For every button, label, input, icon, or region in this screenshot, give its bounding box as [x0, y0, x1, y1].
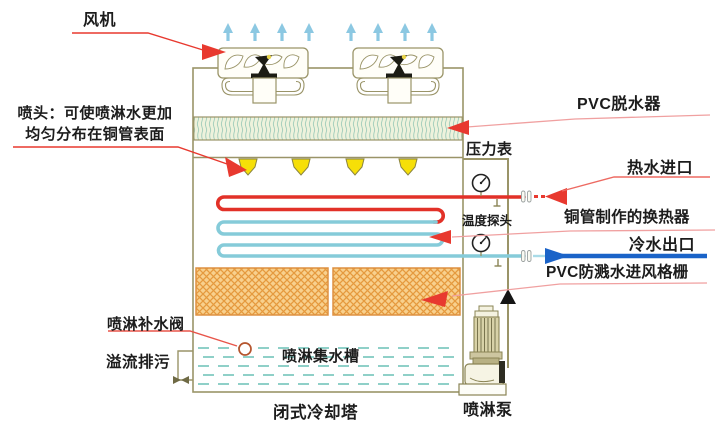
label-spray-nozzle-line2: 均匀分布在铜管表面 [25, 126, 165, 143]
tower-shell [192, 67, 464, 393]
flow-up-arrow-icon [500, 289, 516, 304]
temperature-probe-icons [493, 199, 502, 267]
label-pressure-gauge: 压力表 [466, 141, 513, 158]
pump-riser-pipe [463, 158, 516, 368]
grille-leader [451, 282, 708, 297]
drain-valve-icon [173, 376, 181, 384]
label-overflow-drain: 溢流排污 [106, 354, 171, 371]
copper-hx-arrow-icon [429, 230, 451, 244]
nozzle-leader [13, 146, 231, 166]
pvc-eliminator-leader [466, 114, 711, 128]
label-spray-pump: 喷淋泵 [463, 402, 513, 419]
label-hot-water-inlet: 热水进口 [627, 160, 694, 177]
label-spray-nozzle: 喷头：可使喷淋水更加 均匀分布在铜管表面 [4, 103, 186, 145]
copper-hx-leader [451, 229, 716, 238]
pvc-air-intake-grilles [195, 267, 461, 316]
drain-valve-icon [181, 376, 189, 384]
fan-unit-right [352, 47, 444, 104]
fan-unit-left [217, 47, 309, 104]
pvc-drift-eliminator [193, 116, 463, 141]
fan-leader [72, 32, 204, 51]
pipe-coupling-icons [521, 190, 532, 262]
hot-inlet-leader [561, 176, 710, 192]
label-pvc-eliminator: PVC脱水器 [577, 96, 661, 113]
spray-nozzle-icons [238, 158, 418, 176]
label-spray-makeup-valve: 喷淋补水阀 [107, 316, 185, 333]
label-pvc-air-grille: PVC防溅水进风格栅 [546, 264, 689, 281]
label-spray-nozzle-line1: 喷头：可使喷淋水更加 [17, 105, 173, 122]
cold-outlet-arrow-icon [545, 248, 569, 264]
hot-inlet-arrow-icon [545, 188, 567, 205]
hot-water-inlet-pipe [534, 188, 567, 205]
label-copper-tube-hx: 铜管制作的换热器 [564, 209, 690, 226]
grille-arrow-icon [421, 291, 448, 307]
nozzle-leader-arrow-icon [225, 157, 247, 177]
coil-hot-section [215, 195, 526, 224]
cold-water-outlet-pipe [533, 248, 707, 264]
label-fan: 风机 [83, 12, 117, 29]
fan-leader-arrow-icon [202, 44, 226, 60]
label-temperature-probe: 温度探头 [462, 214, 513, 228]
pvc-eliminator-arrow-icon [447, 120, 469, 135]
makeup-valve-leader [108, 330, 238, 347]
label-cold-water-outlet: 冷水出口 [629, 237, 696, 254]
pressure-gauge-icon-hot [471, 173, 491, 196]
spray-pump-icon [458, 305, 507, 396]
pressure-gauge-icon-cold [471, 233, 491, 256]
label-spray-water-basin: 喷淋集水槽 [282, 348, 360, 365]
overflow-drain-pipe [173, 350, 193, 384]
air-flow-arrow-icons [223, 23, 437, 41]
leader-lines [13, 32, 716, 347]
makeup-valve-icon [238, 342, 252, 356]
label-tower-name: 闭式冷却塔 [273, 404, 358, 422]
